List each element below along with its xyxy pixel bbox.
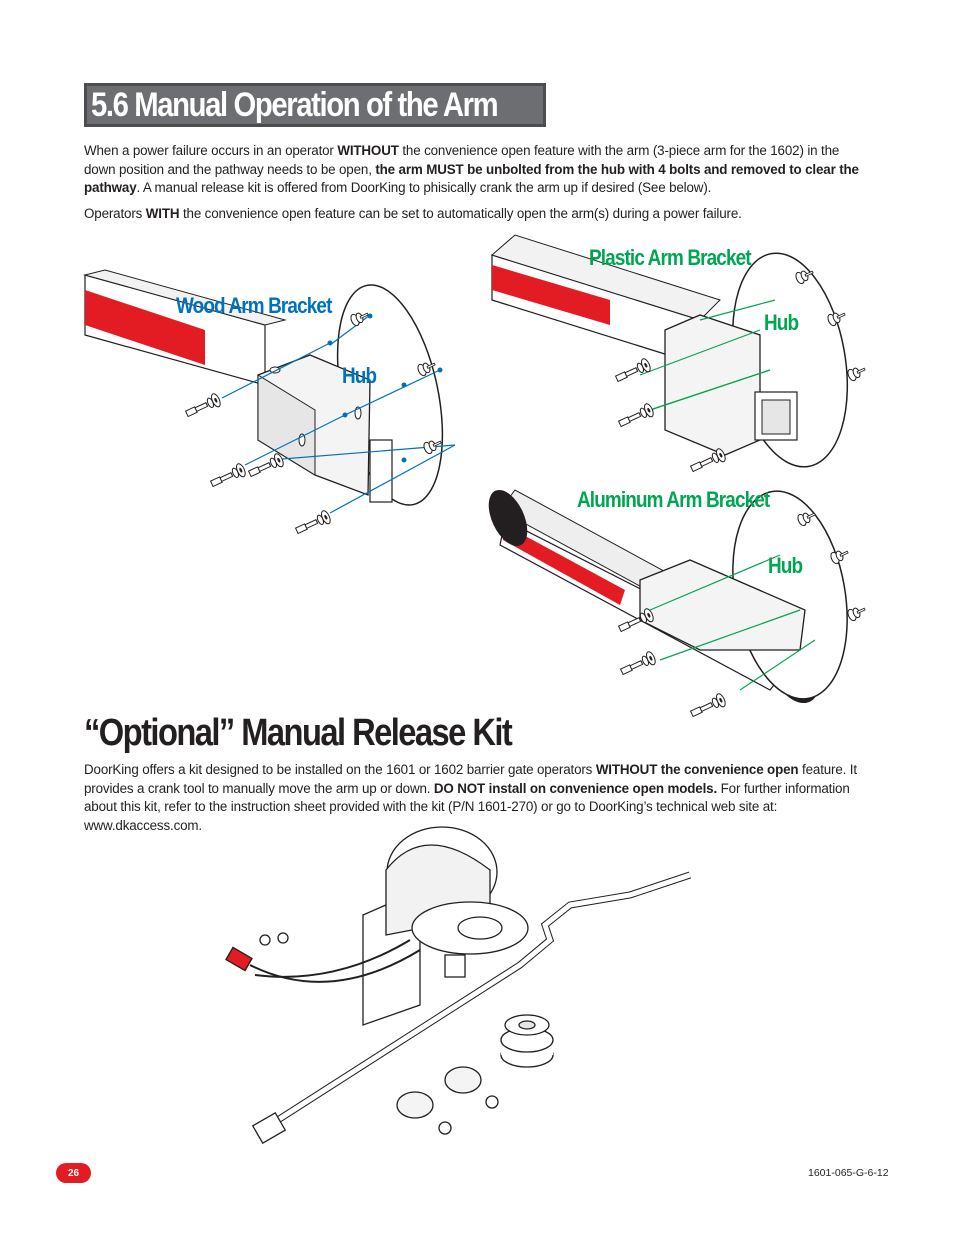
convenience-open-paragraph: Operators WITH the convenience open feat… bbox=[84, 205, 870, 224]
text-run: For further information about this kit, … bbox=[84, 780, 850, 833]
bold-run: the arm MUST be unbolted from the hub wi… bbox=[84, 161, 859, 196]
intro-paragraph: When a power failure occurs in an operat… bbox=[84, 142, 870, 198]
section-title-bar: 5.6 Manual Operation of the Arm bbox=[84, 83, 546, 127]
page-number: 26 bbox=[67, 1167, 80, 1179]
plastic-arm-label: Plastic Arm Bracket bbox=[589, 245, 752, 270]
text-run: the convenience open feature with the ar… bbox=[84, 143, 840, 177]
text-run: Operators bbox=[84, 206, 146, 221]
text-run: When a power failure occurs in an operat… bbox=[84, 143, 338, 158]
aluminum-hub-label: Hub bbox=[768, 553, 803, 578]
text-run: the convenience open feature can be set … bbox=[179, 206, 742, 221]
wood-arm-illustration bbox=[83, 269, 456, 538]
bold-run: DO NOT install on convenience open model… bbox=[433, 780, 718, 796]
release-kit-paragraph: DoorKing offers a kit designed to be ins… bbox=[84, 761, 870, 835]
document-code: 1601-065-G-6-12 bbox=[808, 1167, 889, 1179]
text-run: feature. It provides a crank tool to man… bbox=[84, 762, 857, 796]
text-run: . A manual release kit is offered from D… bbox=[136, 180, 712, 196]
release-kit-title: “Optional” Manual Release Kit bbox=[84, 712, 513, 754]
wood-arm-label: Wood Arm Bracket bbox=[176, 293, 332, 318]
plastic-hub-label: Hub bbox=[764, 310, 799, 335]
bold-run: WITHOUT bbox=[337, 143, 399, 158]
text-run: DoorKing offers a kit designed to be ins… bbox=[84, 762, 596, 777]
section-title: 5.6 Manual Operation of the Arm bbox=[91, 85, 499, 124]
wood-hub-label: Hub bbox=[342, 363, 377, 388]
release-kit-illustration bbox=[225, 826, 692, 1145]
plastic-arm-illustration bbox=[490, 234, 868, 476]
aluminum-arm-illustration bbox=[488, 489, 868, 721]
page-number-badge: 26 bbox=[56, 1163, 91, 1183]
bold-run: WITH bbox=[145, 206, 180, 221]
bold-run: WITHOUT the convenience open bbox=[595, 762, 799, 777]
aluminum-arm-label: Aluminum Arm Bracket bbox=[577, 487, 770, 512]
